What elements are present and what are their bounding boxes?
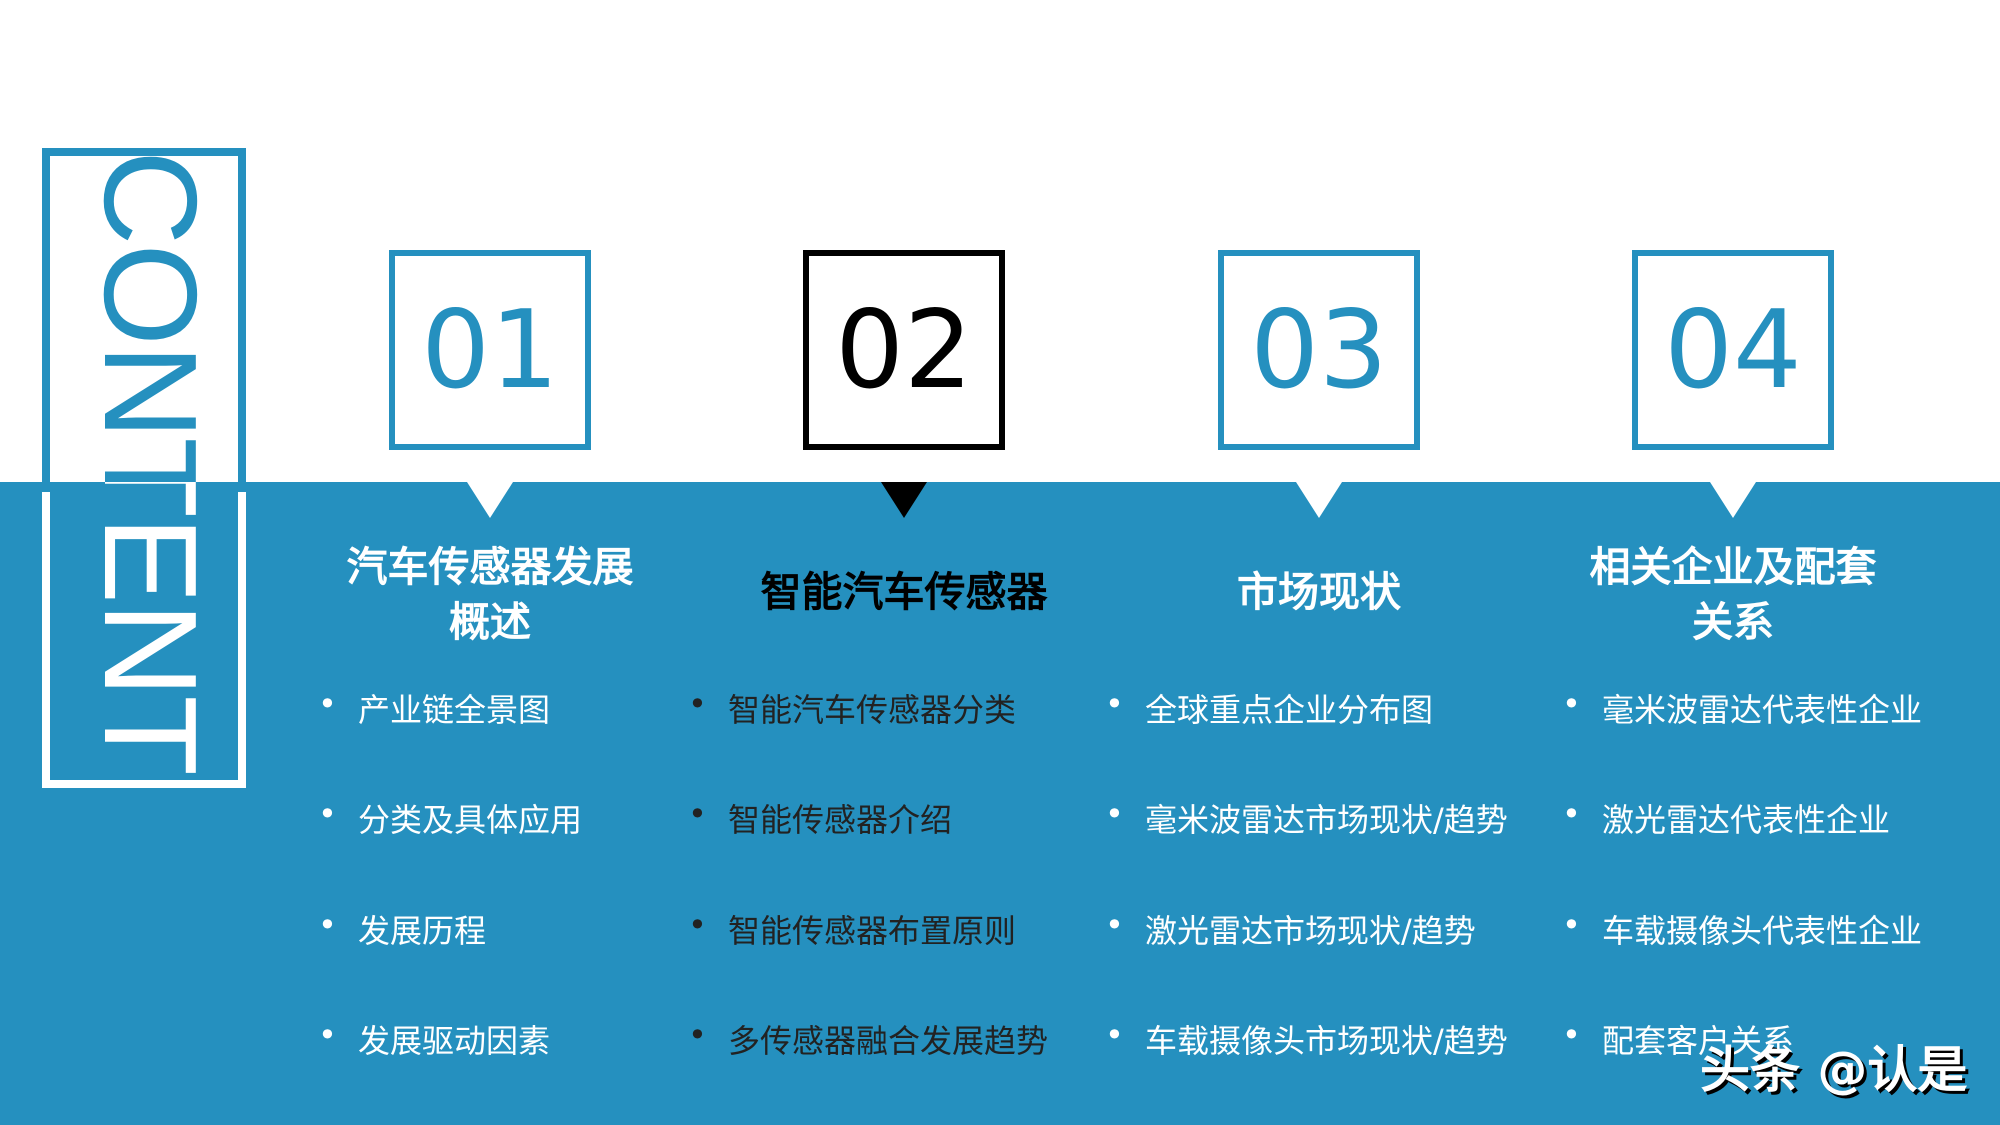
section-number-box[interactable]: 02: [803, 250, 1005, 450]
bullet-icon: •: [1562, 1016, 1581, 1054]
contents-title: CONTENTS: [90, 150, 210, 482]
list-item[interactable]: • 智能汽车传感器分类: [688, 685, 1017, 731]
bullet-icon: •: [1562, 685, 1581, 723]
bullet-icon: •: [1105, 795, 1124, 833]
watermark: 头条 @认是: [1700, 1041, 1968, 1099]
bullet-icon: •: [318, 906, 337, 944]
section-number-box[interactable]: 01: [389, 250, 591, 450]
section-heading[interactable]: 市场现状: [1139, 565, 1499, 620]
bullet-icon: •: [688, 795, 707, 833]
section-heading-line: 汽车传感器发展: [346, 543, 634, 591]
list-item-label: 毫米波雷达市场现状/趋势: [1145, 801, 1508, 839]
list-item[interactable]: • 配套客户关系: [1562, 1016, 1795, 1062]
list-item[interactable]: • 发展历程: [318, 906, 487, 952]
pointer-triangle: [467, 482, 513, 518]
list-item-label: 激光雷达市场现状/趋势: [1145, 912, 1476, 950]
list-item[interactable]: • 智能传感器介绍: [688, 795, 953, 841]
list-item-label: 发展驱动因素: [358, 1022, 551, 1060]
bullet-icon: •: [1562, 906, 1581, 944]
bullet-icon: •: [318, 685, 337, 723]
frame-gap: [42, 482, 246, 492]
section-heading-line: 关系: [1692, 598, 1774, 646]
section-number: 02: [835, 287, 973, 413]
list-item[interactable]: • 多传感器融合发展趋势: [688, 1016, 1049, 1062]
section-heading[interactable]: 汽车传感器发展概述: [310, 540, 670, 650]
pointer-triangle: [881, 482, 927, 518]
list-item-label: 智能传感器介绍: [728, 801, 953, 839]
section-heading-line: 相关企业及配套: [1589, 543, 1877, 591]
contents-frame-lower: [42, 492, 246, 788]
section-number: 03: [1250, 287, 1388, 413]
section-heading[interactable]: 智能汽车传感器: [724, 565, 1084, 620]
list-item[interactable]: • 全球重点企业分布图: [1105, 685, 1434, 731]
section-number: 04: [1664, 287, 1802, 413]
section-heading-line: 市场现状: [1237, 568, 1401, 616]
list-item[interactable]: • 激光雷达代表性企业: [1562, 795, 1891, 841]
section-heading-line: 智能汽车传感器: [760, 568, 1048, 616]
bullet-icon: •: [1105, 906, 1124, 944]
list-item-label: 智能传感器布置原则: [728, 912, 1017, 950]
list-item[interactable]: • 智能传感器布置原则: [688, 906, 1017, 952]
section-number-box[interactable]: 04: [1632, 250, 1834, 450]
list-item[interactable]: • 车载摄像头代表性企业: [1562, 906, 1923, 952]
contents-title: CONTENTS: [90, 482, 210, 786]
bullet-icon: •: [318, 1016, 337, 1054]
list-item[interactable]: • 产业链全景图: [318, 685, 551, 731]
list-item-label: 产业链全景图: [358, 691, 551, 729]
list-item[interactable]: • 分类及具体应用: [318, 795, 583, 841]
blue-band: [0, 482, 2000, 1125]
section-heading-line: 概述: [449, 598, 531, 646]
list-item-label: 全球重点企业分布图: [1145, 691, 1434, 729]
contents-title-bottom: CONTENTS: [90, 482, 210, 786]
list-item-label: 激光雷达代表性企业: [1602, 801, 1891, 839]
pointer-triangle: [1710, 482, 1756, 518]
section-number-box[interactable]: 03: [1218, 250, 1420, 450]
bullet-icon: •: [1105, 1016, 1124, 1054]
contents-title-top: CONTENTS: [90, 150, 210, 482]
list-item-label: 分类及具体应用: [358, 801, 583, 839]
bullet-icon: •: [1562, 795, 1581, 833]
list-item[interactable]: • 车载摄像头市场现状/趋势: [1105, 1016, 1508, 1062]
bullet-icon: •: [688, 906, 707, 944]
bullet-icon: •: [1105, 685, 1124, 723]
list-item[interactable]: • 发展驱动因素: [318, 1016, 551, 1062]
list-item[interactable]: • 激光雷达市场现状/趋势: [1105, 906, 1476, 952]
list-item-label: 车载摄像头市场现状/趋势: [1145, 1022, 1508, 1060]
bullet-icon: •: [688, 685, 707, 723]
bullet-icon: •: [688, 1016, 707, 1054]
bullet-icon: •: [318, 795, 337, 833]
list-item-label: 毫米波雷达代表性企业: [1602, 691, 1923, 729]
list-item-label: 车载摄像头代表性企业: [1602, 912, 1923, 950]
list-item-label: 多传感器融合发展趋势: [728, 1022, 1049, 1060]
list-item-label: 配套客户关系: [1602, 1022, 1795, 1060]
section-number: 01: [421, 287, 559, 413]
list-item[interactable]: • 毫米波雷达市场现状/趋势: [1105, 795, 1508, 841]
list-item-label: 发展历程: [358, 912, 487, 950]
section-heading[interactable]: 相关企业及配套关系: [1553, 540, 1913, 650]
list-item-label: 智能汽车传感器分类: [728, 691, 1017, 729]
list-item[interactable]: • 毫米波雷达代表性企业: [1562, 685, 1923, 731]
pointer-triangle: [1296, 482, 1342, 518]
